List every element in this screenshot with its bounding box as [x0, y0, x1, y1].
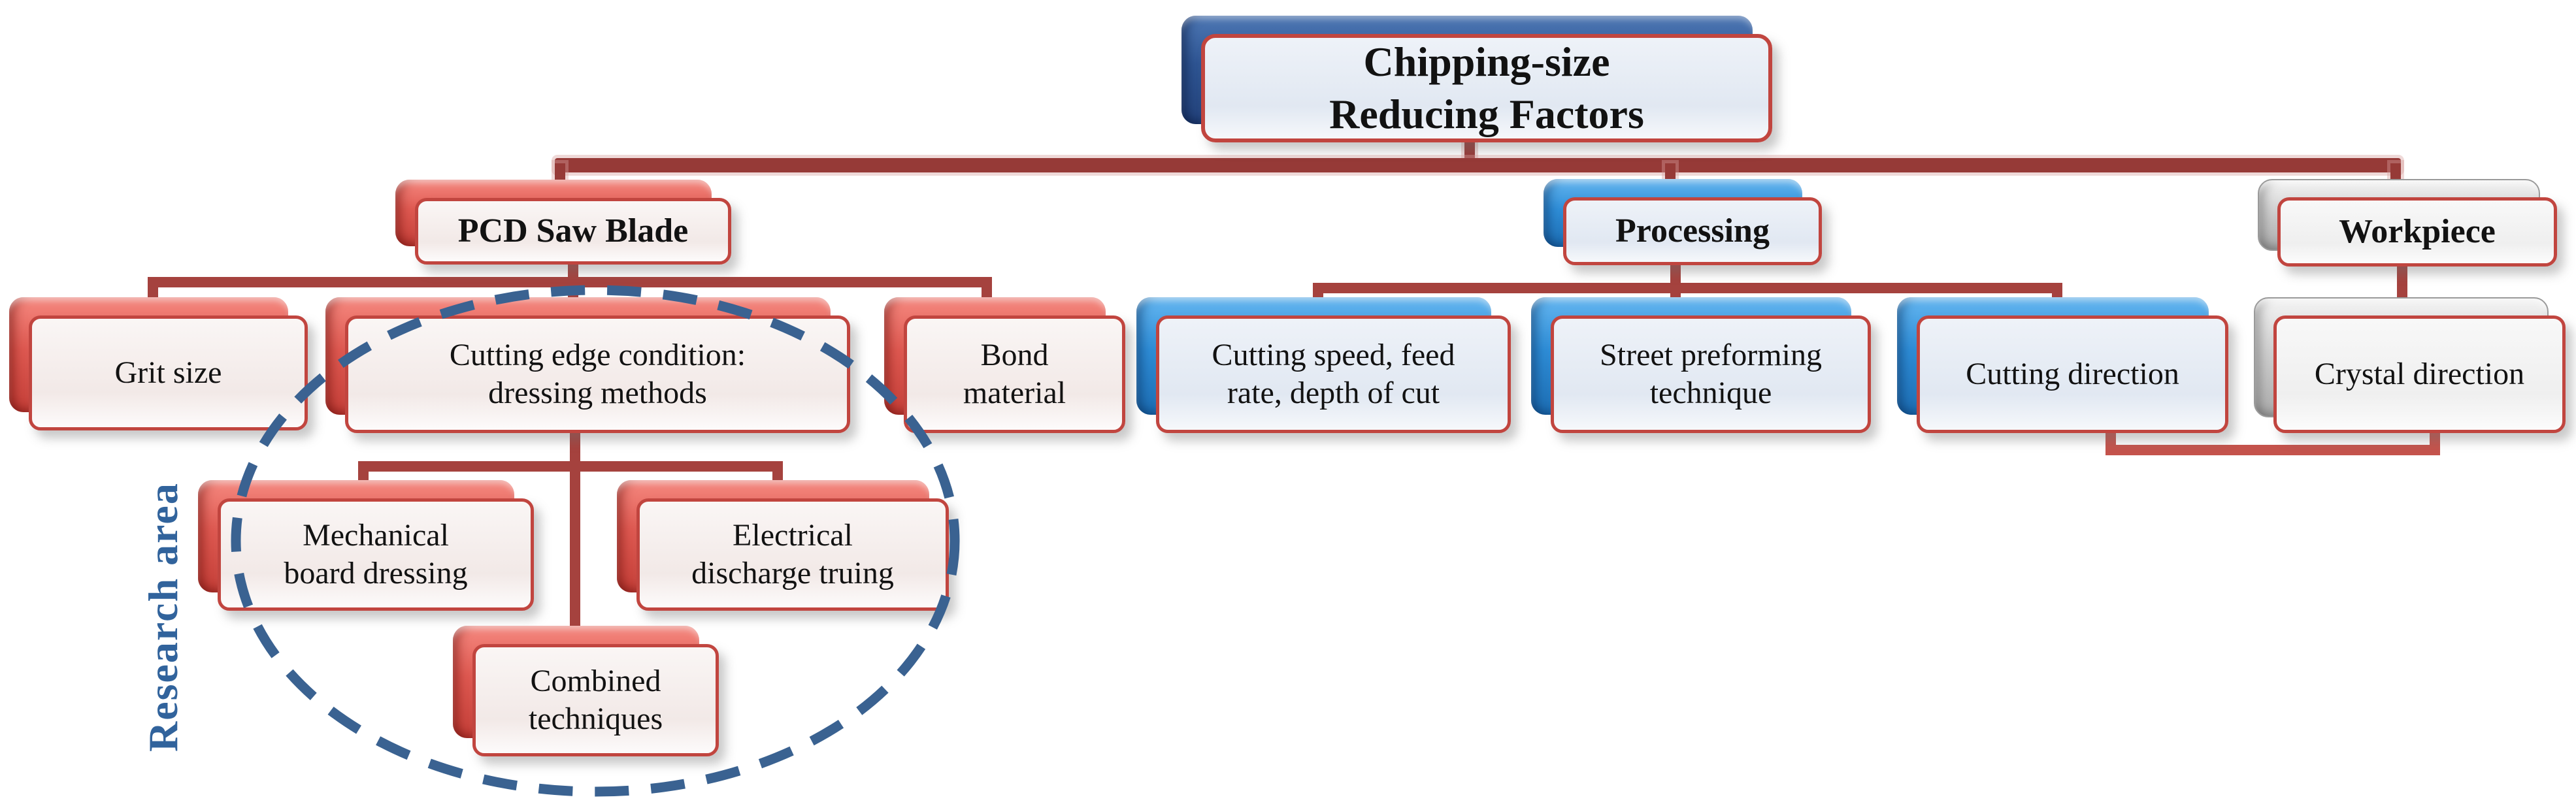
- node-face: PCD Saw Blade: [415, 198, 731, 265]
- node-face: Bond material: [904, 315, 1125, 433]
- node-label: Electrical discharge truing: [691, 518, 894, 590]
- connector-level1-bar: [555, 158, 2401, 172]
- research-area-label: Research area: [140, 482, 186, 752]
- node-label: Cutting direction: [1966, 357, 2179, 392]
- node-combined-techniques: Combined techniques: [453, 626, 719, 756]
- node-label: Chipping-size Reducing Factors: [1329, 39, 1644, 137]
- node-face: Grit size: [29, 315, 308, 430]
- connector-title-stem: [1464, 140, 1475, 162]
- node-workpiece: Workpiece: [2258, 179, 2557, 267]
- node-face: Cutting speed, feed rate, depth of cut: [1156, 315, 1511, 433]
- node-label: Mechanical board dressing: [284, 518, 468, 590]
- node-label: Workpiece: [2339, 212, 2496, 250]
- node-cutting-direction: Cutting direction: [1897, 297, 2228, 433]
- node-crystal-direction: Crystal direction: [2254, 297, 2566, 433]
- node-label: Grit size: [114, 355, 222, 391]
- node-electrical-discharge-truing: Electrical discharge truing: [617, 480, 949, 611]
- node-label: Crystal direction: [2314, 357, 2525, 392]
- connector-dressing-children-bar: [358, 461, 783, 472]
- node-face: Combined techniques: [472, 644, 719, 756]
- node-label: Combined techniques: [528, 664, 663, 736]
- node-grit-size: Grit size: [9, 297, 308, 430]
- node-face: Chipping-size Reducing Factors: [1201, 34, 1772, 142]
- node-face: Processing: [1563, 197, 1822, 265]
- connector-pcd-children-bar: [148, 277, 992, 287]
- node-street-preforming-technique: Street preforming technique: [1531, 297, 1871, 433]
- node-face: Electrical discharge truing: [636, 498, 949, 611]
- connector-cutting-crystal-u-bar: [2105, 445, 2440, 455]
- node-label: Processing: [1615, 212, 1770, 250]
- node-mechanical-board-dressing: Mechanical board dressing: [198, 480, 534, 611]
- node-label: PCD Saw Blade: [457, 212, 689, 250]
- node-face: Mechanical board dressing: [218, 498, 534, 611]
- node-cutting-edge-condition: Cutting edge condition: dressing methods: [325, 297, 850, 433]
- node-face: Cutting direction: [1917, 315, 2228, 433]
- node-label: Cutting edge condition: dressing methods: [449, 338, 746, 410]
- node-cutting-speed-feed-rate: Cutting speed, feed rate, depth of cut: [1136, 297, 1511, 433]
- node-face: Workpiece: [2277, 197, 2557, 267]
- node-label: Bond material: [963, 338, 1066, 410]
- node-label: Cutting speed, feed rate, depth of cut: [1212, 338, 1455, 410]
- node-face: Cutting edge condition: dressing methods: [345, 315, 850, 433]
- node-label: Street preforming technique: [1600, 338, 1822, 410]
- node-processing: Processing: [1544, 179, 1822, 265]
- node-pcd-saw-blade: PCD Saw Blade: [395, 180, 731, 265]
- node-face: Street preforming technique: [1551, 315, 1871, 433]
- node-face: Crystal direction: [2273, 315, 2566, 433]
- node-bond-material: Bond material: [884, 297, 1125, 433]
- node-chipping-size-reducing-factors: Chipping-size Reducing Factors: [1181, 16, 1772, 142]
- connector-processing-children-bar: [1313, 283, 2062, 293]
